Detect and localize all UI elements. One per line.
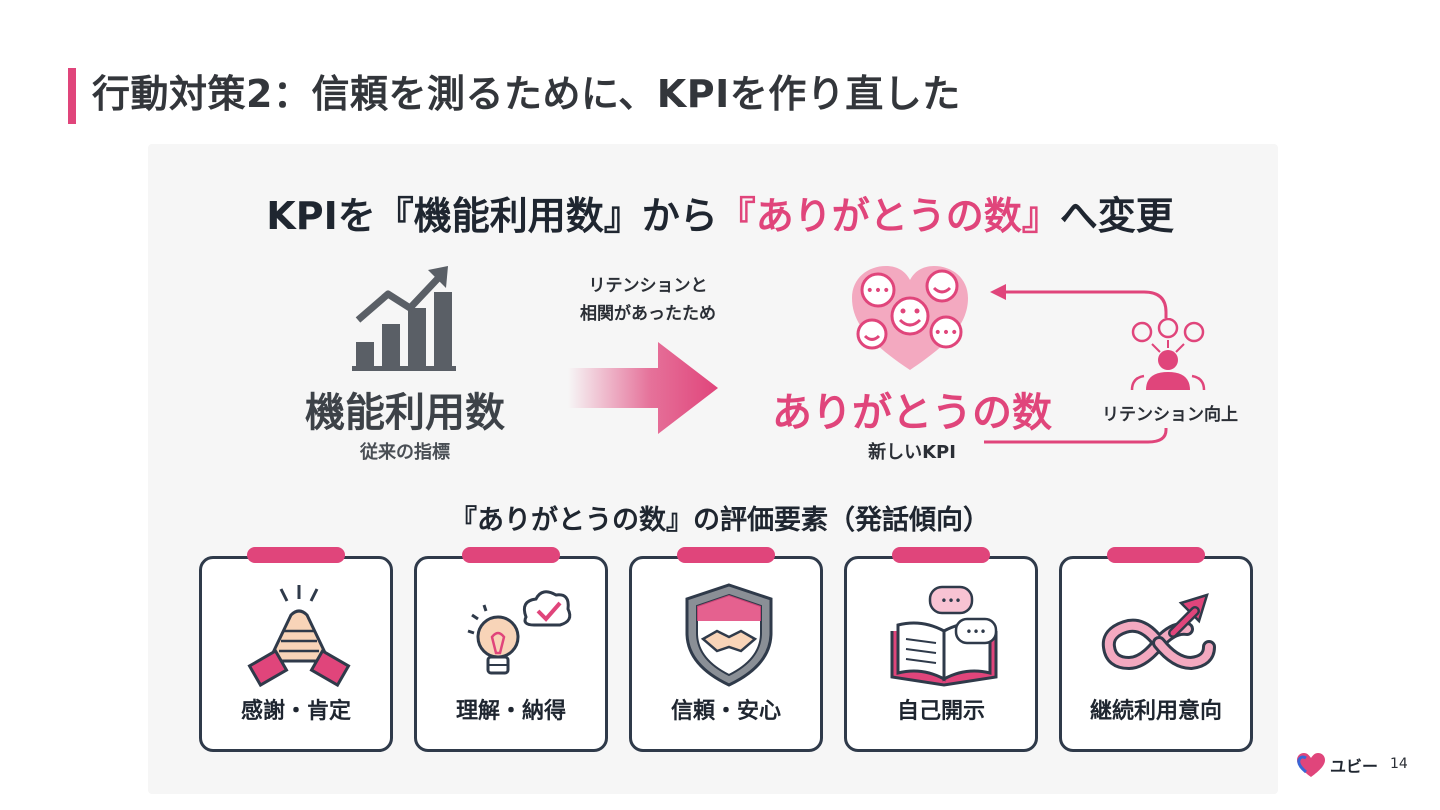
svg-text:•••: ••• <box>866 283 891 299</box>
evaluation-card-gratitude: 感謝・肯定 <box>199 556 393 752</box>
card-tab <box>892 547 990 563</box>
brand-logo: ユビー <box>1296 752 1378 778</box>
slide-title: 行動対策2：信頼を測るために、KPIを作り直した <box>92 72 961 116</box>
card-tab <box>247 547 345 563</box>
people-group-icon <box>1130 318 1206 391</box>
retention-label: リテンション向上 <box>1102 405 1238 425</box>
heart-logo-icon <box>1297 753 1325 777</box>
infinity-arrow-icon <box>1101 593 1216 671</box>
open-book-speech-icon: ••• ••• <box>890 585 998 687</box>
new-kpi-subtitle: 新しいKPI <box>868 442 956 463</box>
headline-accent: 『ありがとうの数』 <box>717 194 1060 238</box>
heart-speech-bubbles-icon: ••• ••• <box>852 266 968 370</box>
evaluation-card-understanding: 理解・納得 <box>414 556 608 752</box>
page-number: 14 <box>1390 756 1408 772</box>
old-kpi-subtitle: 従来の指標 <box>360 442 450 463</box>
card-tab <box>462 547 560 563</box>
evaluation-card-label: 信頼・安心 <box>670 699 781 724</box>
evaluation-card-label: 自己開示 <box>896 699 985 724</box>
card-tab <box>1107 547 1205 563</box>
svg-text:•••: ••• <box>934 325 959 341</box>
transition-arrow-icon <box>568 342 718 434</box>
feedback-loop-arrow-icon <box>984 284 1168 444</box>
evaluation-title: 『ありがとうの数』の評価要素（発話傾向） <box>450 505 990 536</box>
svg-text:•••: ••• <box>940 594 961 608</box>
reason-line-2: 相関があったため <box>580 304 716 324</box>
shield-handshake-icon <box>685 583 773 687</box>
evaluation-card-self-disclosure: ••• ••• 自己開示 <box>844 556 1038 752</box>
svg-text:•••: ••• <box>965 625 986 639</box>
bar-chart-growth-icon <box>352 266 456 371</box>
handshake-clasp-icon <box>247 585 351 688</box>
card-tab <box>677 547 775 563</box>
headline-suffix: へ変更 <box>1059 194 1174 238</box>
lightbulb-check-icon <box>467 590 572 675</box>
new-kpi-label: ありがとうの数 <box>772 390 1052 436</box>
headline: KPIを『機能利用数』から『ありがとうの数』へ変更 <box>0 185 1440 240</box>
title-accent-bar <box>68 68 76 124</box>
evaluation-card-continued-use: 継続利用意向 <box>1059 556 1253 752</box>
evaluation-card-label: 継続利用意向 <box>1089 699 1222 724</box>
brand-name: ユビー <box>1330 757 1379 776</box>
evaluation-card-trust: 信頼・安心 <box>629 556 823 752</box>
reason-text: リテンションと 相関があったため <box>548 272 748 328</box>
headline-prefix: KPIを『機能利用数』から <box>266 194 718 238</box>
old-kpi-label: 機能利用数 <box>305 390 505 436</box>
evaluation-card-label: 理解・納得 <box>455 699 566 724</box>
evaluation-card-label: 感謝・肯定 <box>240 699 351 724</box>
reason-line-1: リテンションと <box>588 276 708 296</box>
